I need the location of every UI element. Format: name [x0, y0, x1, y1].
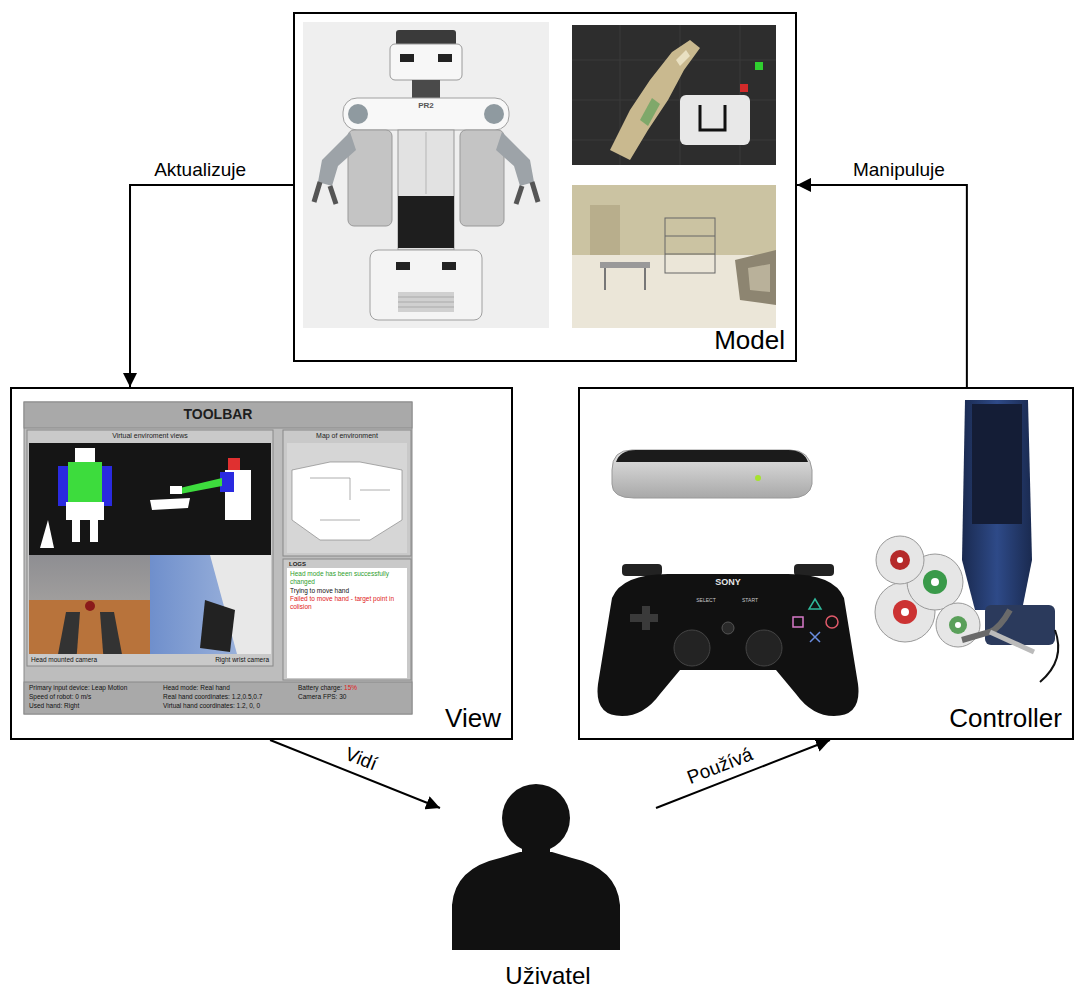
panel-title: Map of environment [316, 432, 378, 440]
status-line: Battery charge: [298, 684, 342, 692]
log-line: Failed to move hand - target point in co… [290, 595, 406, 611]
node-text-holder: Uživatel [440, 962, 656, 990]
node-title: Model [714, 326, 785, 356]
button-label: START [742, 597, 758, 603]
status-line: Virtual hand coordinates: 1.2, 0, 0 [163, 702, 260, 710]
status-line: Speed of robot: 0 m/s [29, 693, 91, 701]
connector-arrow [656, 740, 830, 808]
model-box: Model [293, 12, 797, 362]
user-silhouette [452, 784, 620, 950]
camera-caption: Right wrist camera [215, 656, 269, 664]
status-line: Used hand: Right [29, 702, 79, 710]
controller-box: Controller [578, 387, 1074, 740]
status-line: Camera FPS: 30 [298, 693, 346, 701]
leap-motion [612, 450, 812, 498]
edge-label: Používá [682, 742, 758, 789]
connector-arrow [797, 185, 967, 387]
status-value: 15% [344, 684, 357, 692]
robot-photo [303, 22, 549, 328]
connector-arrow [130, 185, 293, 387]
gamepad [598, 564, 859, 716]
panel-title: LOGS [289, 561, 306, 568]
toolbar-title: TOOLBAR [184, 406, 253, 423]
camera-caption: Head mounted camera [31, 656, 97, 664]
robot-logo: PR2 [418, 101, 434, 111]
node-title: View [445, 704, 501, 734]
status-line: Head mode: Real hand [163, 684, 230, 692]
log-line: Head mode has been successfully changed [290, 570, 406, 586]
status-line: Real hand coordinates: 1.2,0.5,0.7 [163, 693, 262, 701]
edge-label: Aktualizuje [152, 159, 248, 181]
visualisation-screen [572, 25, 776, 165]
node-text-holder: Controller [949, 704, 1062, 734]
edge-label: Manipuluje [851, 159, 947, 181]
lab-photo [572, 185, 776, 328]
node-title: Uživatel [440, 962, 656, 990]
edge-label: Vidí [340, 742, 382, 776]
button-label: SELECT [696, 597, 715, 603]
node-text-holder: Model [714, 326, 785, 356]
gui-screenshot [24, 402, 412, 714]
status-line: Primary input device: Leap Motion [29, 684, 127, 692]
node-text-holder: View [445, 704, 501, 734]
brand-logo: SONY [715, 577, 741, 588]
user-node: Uživatel [440, 776, 656, 992]
log-line: Trying to move hand [290, 587, 406, 595]
panel-title: Virtual enviroment views [112, 432, 188, 440]
node-title: Controller [949, 704, 1062, 734]
haptic-device [875, 400, 1058, 682]
connector-arrow [270, 740, 440, 808]
